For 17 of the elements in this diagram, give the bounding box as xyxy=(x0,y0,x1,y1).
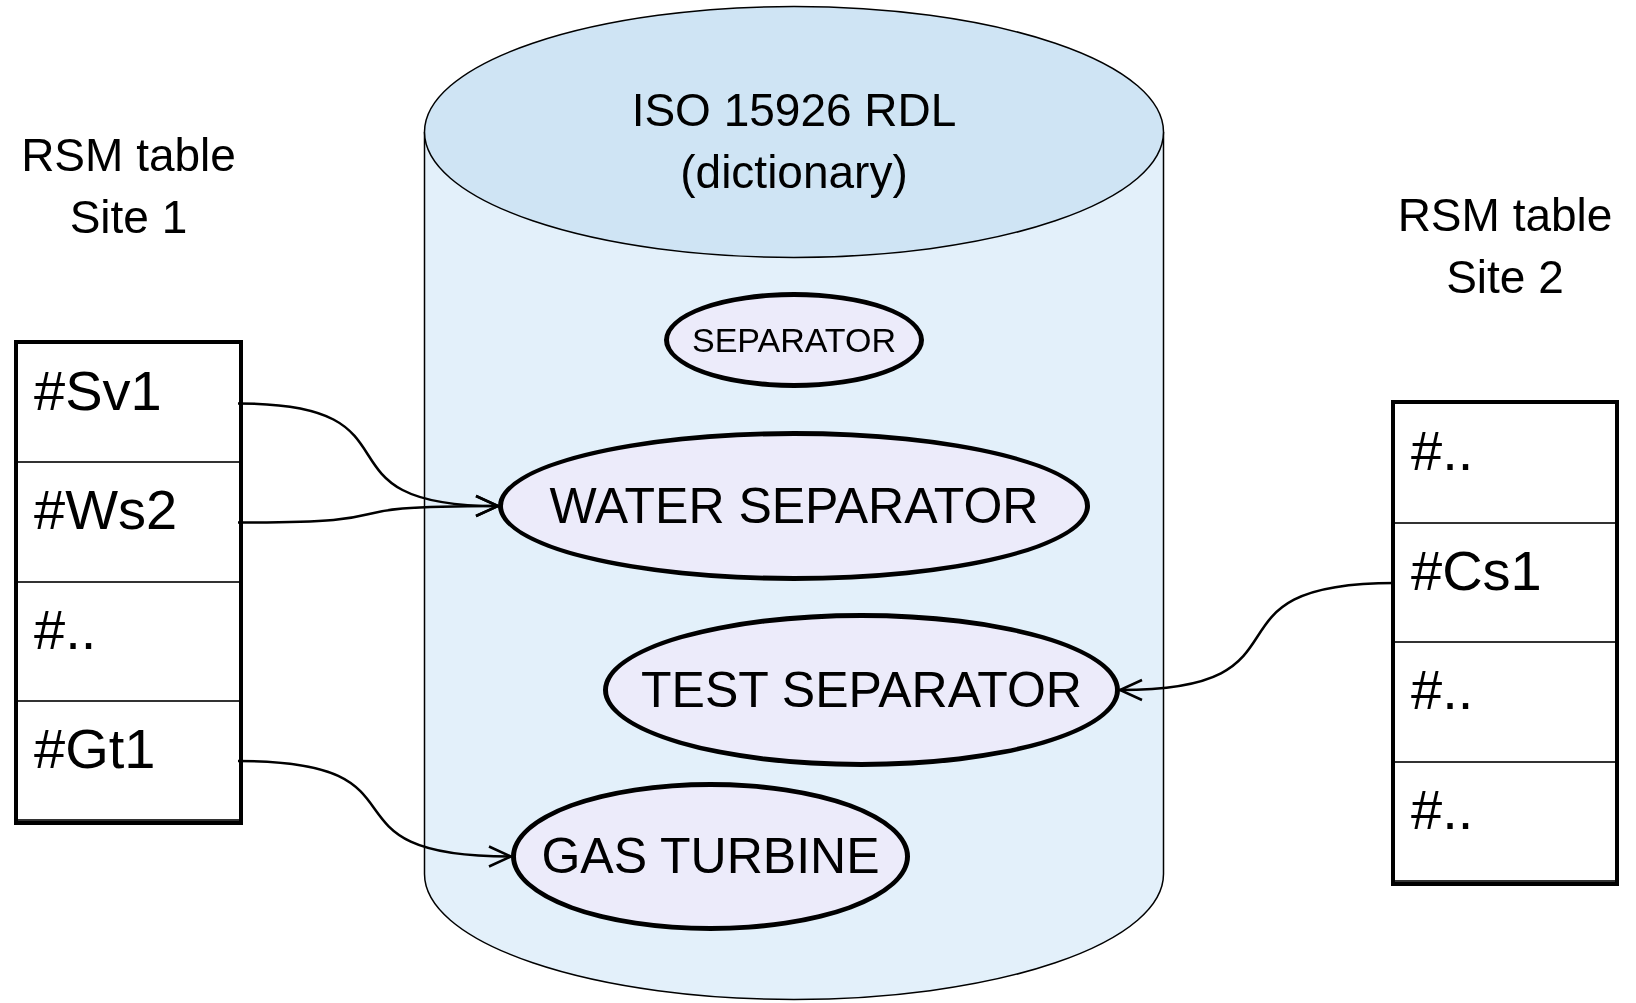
table-row: #.. xyxy=(18,582,239,702)
arrow xyxy=(237,759,513,867)
table-row: #.. xyxy=(1395,643,1615,763)
table-title: RSM table Site 2 xyxy=(1396,188,1614,305)
table-row: #Sv1 xyxy=(18,344,239,464)
table-row: #Ws2 xyxy=(18,463,239,583)
table-title: RSM table Site 1 xyxy=(20,128,237,245)
arrow xyxy=(238,494,500,524)
class-name: TEST SEPARATOR xyxy=(641,660,1082,720)
table-row: #.. xyxy=(1395,762,1615,882)
class-name: SEPARATOR xyxy=(691,319,897,361)
table-row: #Cs1 xyxy=(1395,523,1615,643)
class-name: WATER SEPARATOR xyxy=(549,476,1039,536)
table-row: #Gt1 xyxy=(18,701,239,821)
table-row: #.. xyxy=(1395,404,1615,524)
database-title: ISO 15926 RDL (dictionary) xyxy=(630,83,958,200)
class-name: GAS TURBINE xyxy=(541,827,880,886)
